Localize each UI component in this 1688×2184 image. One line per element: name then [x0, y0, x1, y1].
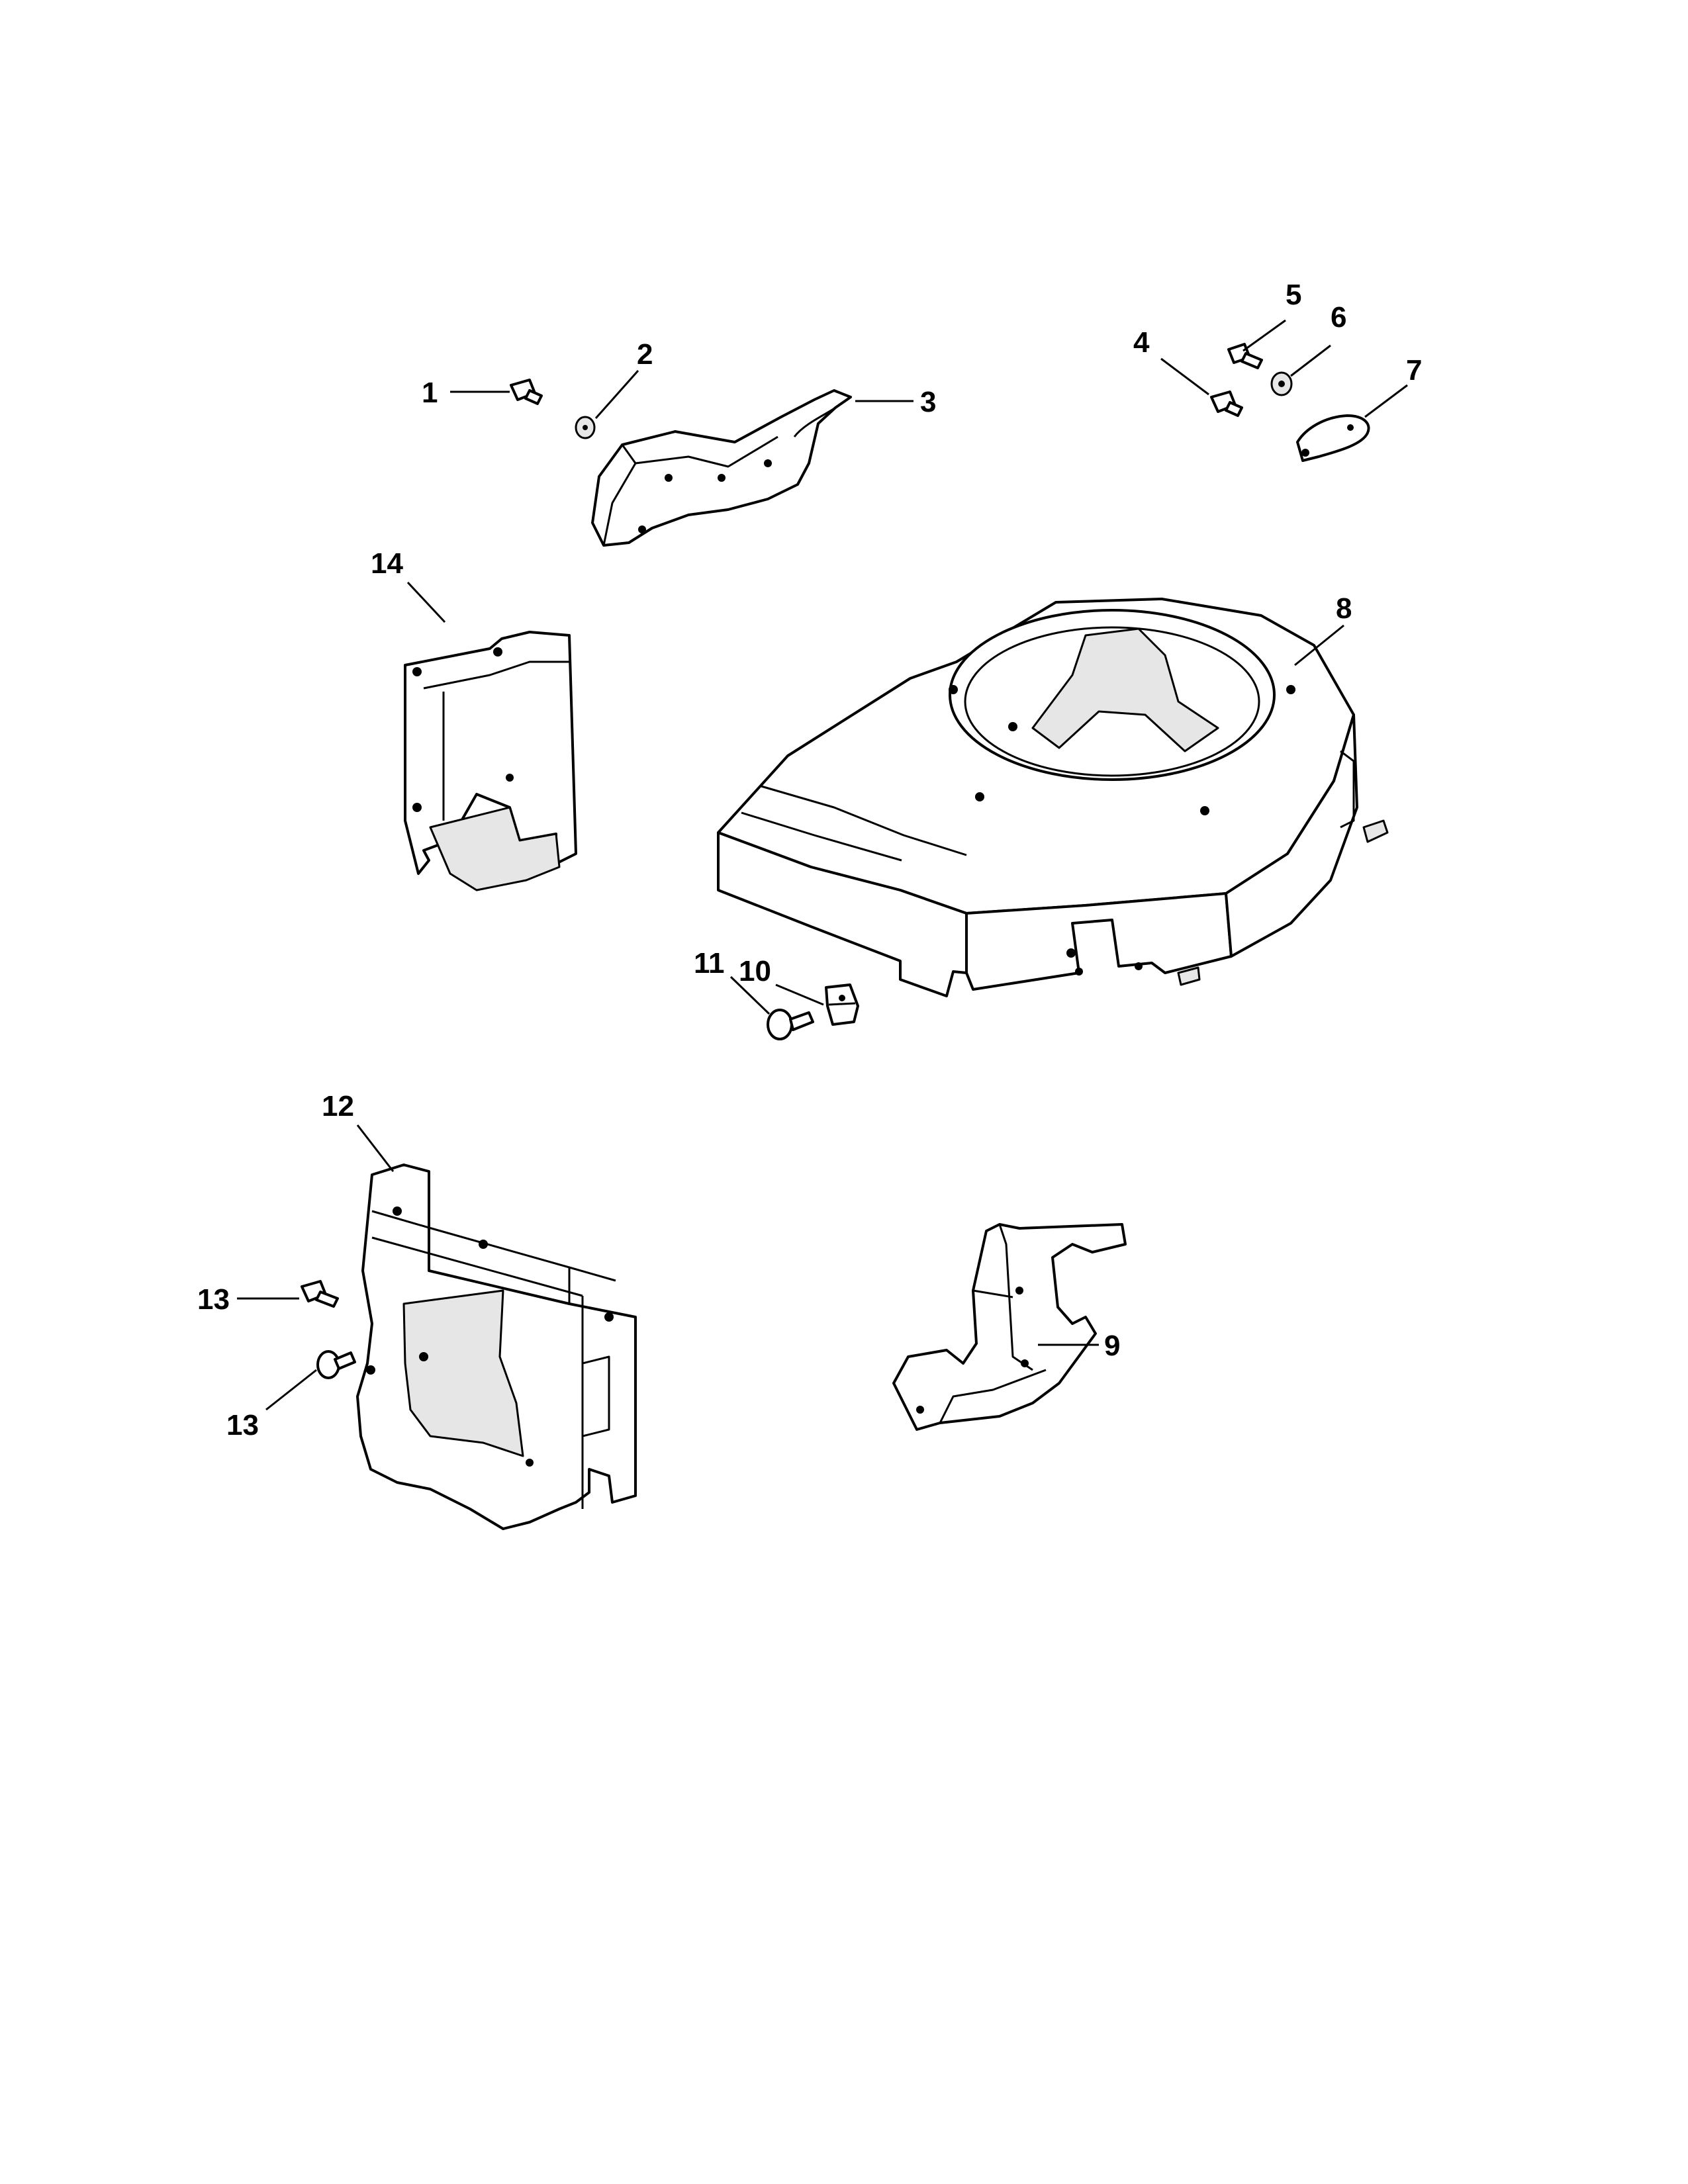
leader-7 — [1364, 384, 1408, 418]
leader-4 — [1160, 357, 1209, 396]
part-1-bolt — [510, 379, 543, 405]
part-13-bolt-lower — [316, 1350, 356, 1379]
callout-14: 14 — [371, 547, 403, 580]
leader-11 — [729, 976, 771, 1015]
callout-9: 9 — [1104, 1330, 1120, 1362]
callout-numbers: 1 2 3 4 5 6 7 8 9 10 11 12 13 13 14 — [197, 279, 1422, 1441]
leader-5 — [1243, 319, 1286, 352]
callout-2: 2 — [637, 338, 653, 371]
part-12-lower-shroud — [356, 1163, 637, 1530]
part-6-nut — [1270, 371, 1293, 396]
leader-8 — [1294, 624, 1344, 666]
part-5-bolt — [1227, 343, 1263, 369]
callout-7: 7 — [1406, 354, 1422, 387]
leader-12 — [356, 1124, 395, 1172]
callout-8: 8 — [1336, 592, 1352, 625]
callout-12: 12 — [322, 1090, 354, 1122]
callout-13-lower: 13 — [226, 1409, 259, 1441]
callout-11: 11 — [694, 947, 725, 979]
part-13-bolt-upper — [301, 1280, 339, 1308]
part-7-clamp — [1296, 414, 1370, 462]
part-10-clip — [825, 983, 859, 1026]
leader-14 — [406, 581, 446, 623]
callout-5: 5 — [1286, 279, 1301, 311]
leader-lines — [237, 319, 1408, 1411]
callout-6: 6 — [1331, 301, 1346, 334]
part-8-blower-housing — [717, 598, 1389, 997]
callout-3: 3 — [920, 386, 936, 418]
part-2-nut — [575, 416, 596, 439]
callout-13-upper: 13 — [197, 1283, 230, 1316]
callout-1: 1 — [422, 377, 438, 409]
part-9-baffle — [892, 1223, 1127, 1431]
part-14-side-shroud — [404, 631, 577, 891]
leader-2 — [594, 370, 639, 419]
part-11-bolt — [767, 1009, 814, 1040]
part-3-bracket — [591, 389, 852, 547]
leader-10 — [775, 983, 824, 1006]
part-4-bolt — [1210, 390, 1243, 417]
callout-10: 10 — [739, 955, 771, 987]
leader-6 — [1290, 344, 1331, 377]
leader-13b — [265, 1369, 317, 1411]
callout-4: 4 — [1133, 326, 1150, 359]
